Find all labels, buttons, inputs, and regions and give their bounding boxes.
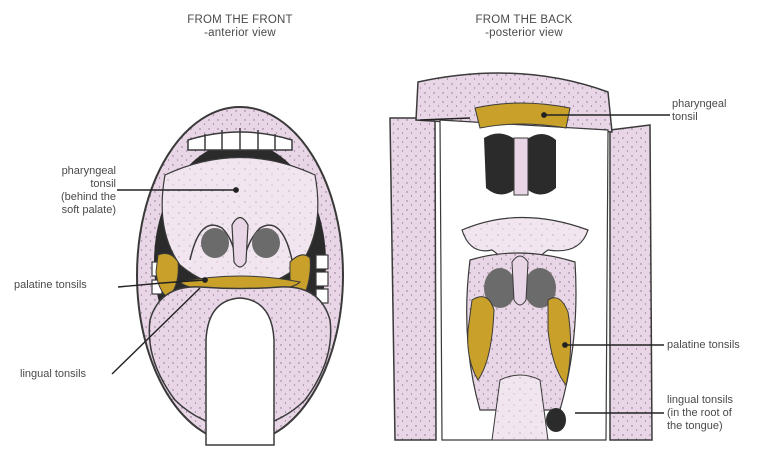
back-view-drawing	[390, 73, 670, 440]
front-view-drawing	[112, 107, 343, 445]
back-tongue-root	[492, 375, 548, 440]
back-label-palatine-tonsils: palatine tonsils	[667, 339, 740, 352]
back-title-line2: -posterior view	[434, 27, 614, 40]
back-choana-left	[484, 133, 516, 194]
front-label-pharyngeal-tonsil: pharyngeal tonsil (behind the soft palat…	[20, 165, 116, 217]
front-throat-left	[201, 228, 229, 258]
back-uvula	[512, 256, 528, 305]
front-title-line2: -anterior view	[150, 27, 330, 40]
back-label-pharyngeal-tonsil: pharyngeal tonsil	[672, 98, 726, 124]
front-tongue-tip	[206, 298, 274, 445]
front-label-pharyngeal-line2: tonsil	[20, 178, 116, 191]
front-label-palatine-tonsils: palatine tonsils	[14, 279, 87, 292]
back-lingual-tonsil-spot	[546, 408, 566, 432]
front-label-pharyngeal-line3: (behind the	[20, 191, 116, 204]
back-left-wall	[390, 118, 436, 440]
front-title-line1: FROM THE FRONT	[150, 14, 330, 27]
front-uvula	[232, 218, 248, 268]
front-view-title: FROM THE FRONT -anterior view	[150, 14, 330, 40]
back-label-lingual-line3: the tongue)	[667, 420, 733, 433]
back-title-line1: FROM THE BACK	[434, 14, 614, 27]
back-septum	[514, 138, 528, 195]
front-label-pharyngeal-line4: soft palate)	[20, 204, 116, 217]
back-view-title: FROM THE BACK -posterior view	[434, 14, 614, 40]
back-choana-right	[526, 134, 556, 195]
front-label-pharyngeal-line1: pharyngeal	[20, 165, 116, 178]
front-throat-right	[252, 228, 280, 258]
back-label-lingual-line1: lingual tonsils	[667, 394, 733, 407]
back-right-wall	[610, 125, 652, 440]
front-label-lingual-tonsils: lingual tonsils	[20, 368, 86, 381]
back-label-pharyngeal-line2: tonsil	[672, 111, 726, 124]
back-label-lingual-tonsils: lingual tonsils (in the root of the tong…	[667, 394, 733, 433]
back-label-lingual-line2: (in the root of	[667, 407, 733, 420]
back-label-pharyngeal-line1: pharyngeal	[672, 98, 726, 111]
